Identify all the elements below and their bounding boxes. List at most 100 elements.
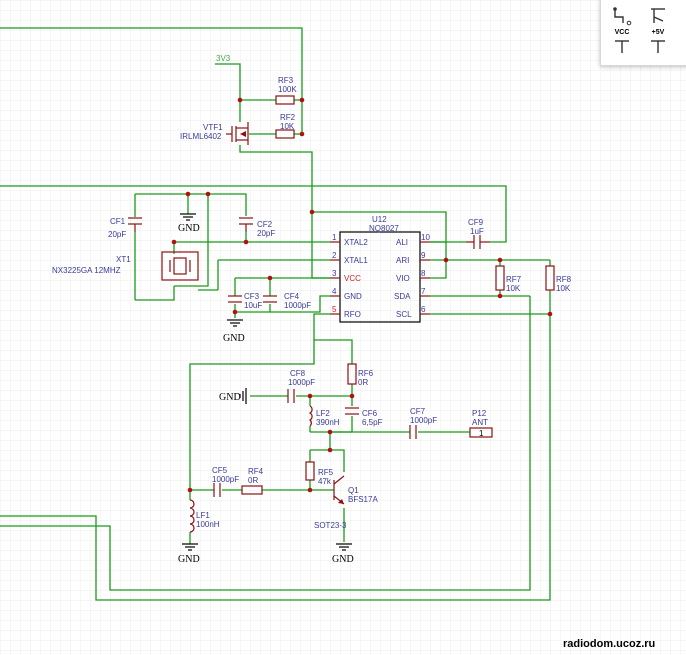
cf1-value: 20pF (108, 230, 126, 239)
rf2-value: 10K (280, 122, 295, 131)
rf4-value: 0R (248, 476, 258, 485)
rf8-value: 10K (556, 284, 571, 293)
pin-8-name: VIO (396, 274, 410, 283)
gnd-label-q1: GND (332, 554, 354, 565)
vtf1-value: IRLML6402 (180, 132, 222, 141)
pin-2-name: XTAL1 (344, 256, 368, 265)
ground-symbol-lf1: GND (178, 543, 200, 565)
capacitor-cf1[interactable]: CF1 20pF (108, 217, 142, 239)
rf3-ref: RF3 (278, 76, 294, 85)
cf8-ref: CF8 (290, 369, 306, 378)
q1-package: SOT23-3 (314, 521, 347, 530)
p12-value: ANT (472, 418, 488, 427)
rf3-value: 100K (278, 85, 297, 94)
capacitor-cf4[interactable]: CF4 1000pF (263, 292, 311, 310)
pin-5-number: 5 (332, 305, 337, 314)
transistor-q1[interactable]: Q1 BFS17A SOT23-3 (314, 475, 378, 530)
cf9-ref: CF9 (468, 218, 484, 227)
vcc-tool-icon (615, 40, 629, 53)
lf1-value: 100nH (196, 520, 220, 529)
capacitor-cf6[interactable]: CF6 6,5pF (345, 407, 383, 427)
capacitor-cf2[interactable]: CF2 20pF (239, 217, 275, 238)
pin-9-number: 9 (421, 251, 426, 260)
rf5-ref: RF5 (318, 468, 334, 477)
inductor-lf2[interactable]: LF2 390nH (308, 405, 340, 427)
cf9-value: 1uF (470, 227, 484, 236)
pin-2-number: 2 (332, 251, 337, 260)
rf2-ref: RF2 (280, 113, 296, 122)
lf2-value: 390nH (316, 418, 340, 427)
net-label-3v3: 3V3 (216, 54, 231, 63)
crystal-xt1[interactable]: XT1 NX3225GA 12MHZ (52, 251, 199, 281)
cf7-value: 1000pF (410, 416, 437, 425)
ic-u12[interactable]: U12 NQ8027 1 XTAL2 2 XTAL1 3 VCC 4 GND 5… (330, 215, 430, 323)
capacitor-cf7[interactable]: CF7 1000pF (409, 407, 437, 439)
resistor-rf8[interactable]: RF8 10K (545, 265, 572, 293)
cf4-ref: CF4 (284, 292, 300, 301)
plus5v-tool-label: +5V (651, 29, 665, 36)
bus-tool-button[interactable] (645, 3, 671, 29)
wire-tool-button[interactable] (609, 3, 635, 29)
cf6-ref: CF6 (362, 409, 378, 418)
pin-1-number: 1 (332, 233, 337, 242)
plus5v-tool-button[interactable]: +5V (645, 29, 671, 55)
rf8-ref: RF8 (556, 275, 572, 284)
junctions (171, 97, 553, 493)
lf1-ref: LF1 (196, 511, 210, 520)
rf4-ref: RF4 (248, 467, 264, 476)
pin-6-name: SCL (396, 310, 412, 319)
pin-5-name: RFO (344, 310, 361, 319)
pin-4-name: GND (344, 292, 362, 301)
rf5-value: 47k (318, 477, 332, 486)
cf8-value: 1000pF (288, 378, 315, 387)
pin-4-number: 4 (332, 287, 337, 296)
resistor-rf3[interactable]: RF3 100K (275, 76, 297, 105)
mosfet-vtf1[interactable]: VTF1 IRLML6402 (180, 122, 249, 145)
rf7-ref: RF7 (506, 275, 522, 284)
wire-tool-icon (613, 7, 632, 26)
capacitor-cf5[interactable]: CF5 1000pF (212, 466, 239, 497)
pin-3-number: 3 (332, 269, 337, 278)
vcc-tool-button[interactable]: VCC (609, 29, 635, 55)
inductor-lf1[interactable]: LF1 100nH (189, 499, 220, 533)
connector-p12[interactable]: P12 ANT 1 (469, 409, 493, 438)
lf2-ref: LF2 (316, 409, 330, 418)
xt1-value: NX3225GA 12MHZ (52, 266, 121, 275)
resistor-rf6[interactable]: RF6 0R (347, 363, 374, 387)
resistor-rf7[interactable]: RF7 10K (495, 265, 522, 293)
u12-value: NQ8027 (369, 224, 399, 233)
bus-tool-icon (651, 8, 665, 23)
resistor-rf2[interactable]: RF2 10K (275, 113, 296, 139)
capacitor-cf9[interactable]: CF9 1uF (466, 218, 490, 249)
ground-symbol-cf8: GND (219, 388, 247, 404)
pin-10-name: ALI (396, 238, 408, 247)
q1-ref: Q1 (348, 486, 359, 495)
rf7-value: 10K (506, 284, 521, 293)
gnd-label-vcc-caps: GND (223, 333, 245, 344)
cf1-ref: CF1 (110, 217, 126, 226)
capacitor-cf8[interactable]: CF8 1000pF (287, 369, 315, 403)
cf2-value: 20pF (257, 229, 275, 238)
plus5v-tool-icon (651, 40, 665, 53)
resistor-rf5[interactable]: RF5 47k (305, 461, 334, 486)
watermark: radiodom.ucoz.ru (563, 638, 656, 650)
ground-symbol-vcc-caps: GND (223, 319, 245, 344)
u12-ref: U12 (372, 215, 387, 224)
cf4-value: 1000pF (284, 301, 311, 310)
rf6-ref: RF6 (358, 369, 374, 378)
resistor-rf4[interactable]: RF4 0R (241, 467, 264, 495)
p12-pin: 1 (479, 429, 484, 438)
pin-8-number: 8 (421, 269, 426, 278)
ground-symbol-xtal: GND (178, 213, 200, 234)
cf3-value: 10uF (244, 301, 262, 310)
pin-7-number: 7 (421, 287, 426, 296)
vtf1-ref: VTF1 (203, 123, 223, 132)
cf7-ref: CF7 (410, 407, 426, 416)
cf6-value: 6,5pF (362, 418, 383, 427)
capacitor-cf3[interactable]: CF3 10uF (228, 292, 262, 310)
rf6-value: 0R (358, 378, 368, 387)
cf5-value: 1000pF (212, 475, 239, 484)
component-palette: VCC +5V (600, 0, 686, 66)
pin-7-name: SDA (394, 292, 411, 301)
